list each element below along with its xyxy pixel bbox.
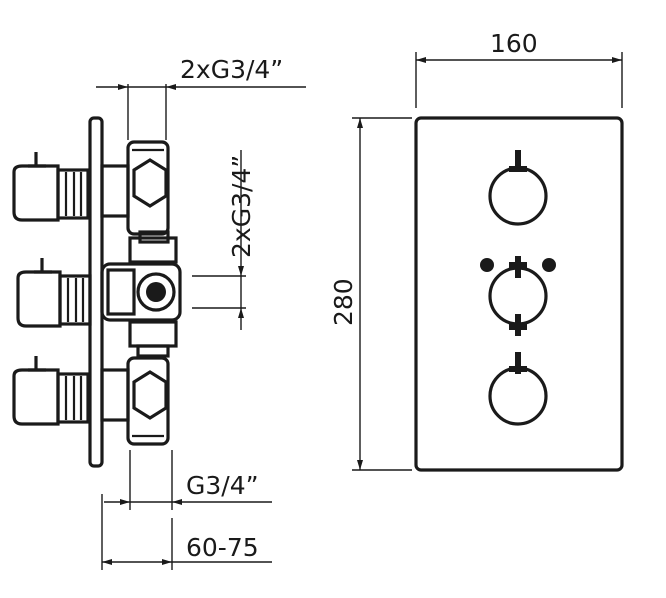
dim-front-height: 280: [329, 117, 412, 471]
front-view: 160 280: [329, 29, 624, 472]
front-middle-knob: [480, 256, 556, 336]
side-bottom-valve-body: [100, 356, 170, 446]
dim-front-width-label: 160: [490, 29, 538, 58]
hot-indicator-dot: [542, 258, 556, 272]
dim-vertical-outlet-label: 2xG3/4”: [227, 155, 256, 258]
side-middle-valve-body: [100, 236, 182, 358]
dim-bottom-inlet-label: G3/4”: [186, 471, 259, 500]
side-top-valve-body: [100, 140, 170, 244]
side-view: 2xG3/4” 2xG3/4” G3/4” 60-75: [12, 55, 306, 570]
dim-top-outlet-label: 2xG3/4”: [180, 55, 283, 84]
side-top-handle: [12, 152, 90, 222]
front-bottom-knob: [488, 352, 548, 426]
cold-indicator-dot: [480, 258, 494, 272]
front-top-knob: [488, 150, 548, 226]
dim-bottom-inlet: G3/4”: [104, 450, 272, 510]
side-bottom-handle: [12, 356, 90, 426]
dim-vertical-outlet: 2xG3/4”: [192, 150, 256, 330]
side-middle-handle: [16, 258, 92, 328]
side-cover-plate: [88, 116, 104, 468]
dim-top-outlet: 2xG3/4”: [96, 55, 306, 140]
dim-depth: 60-75: [101, 494, 272, 570]
dim-front-width: 160: [415, 29, 623, 108]
dim-depth-label: 60-75: [186, 533, 259, 562]
front-cover-plate: [414, 116, 624, 472]
dim-front-height-label: 280: [329, 278, 358, 326]
